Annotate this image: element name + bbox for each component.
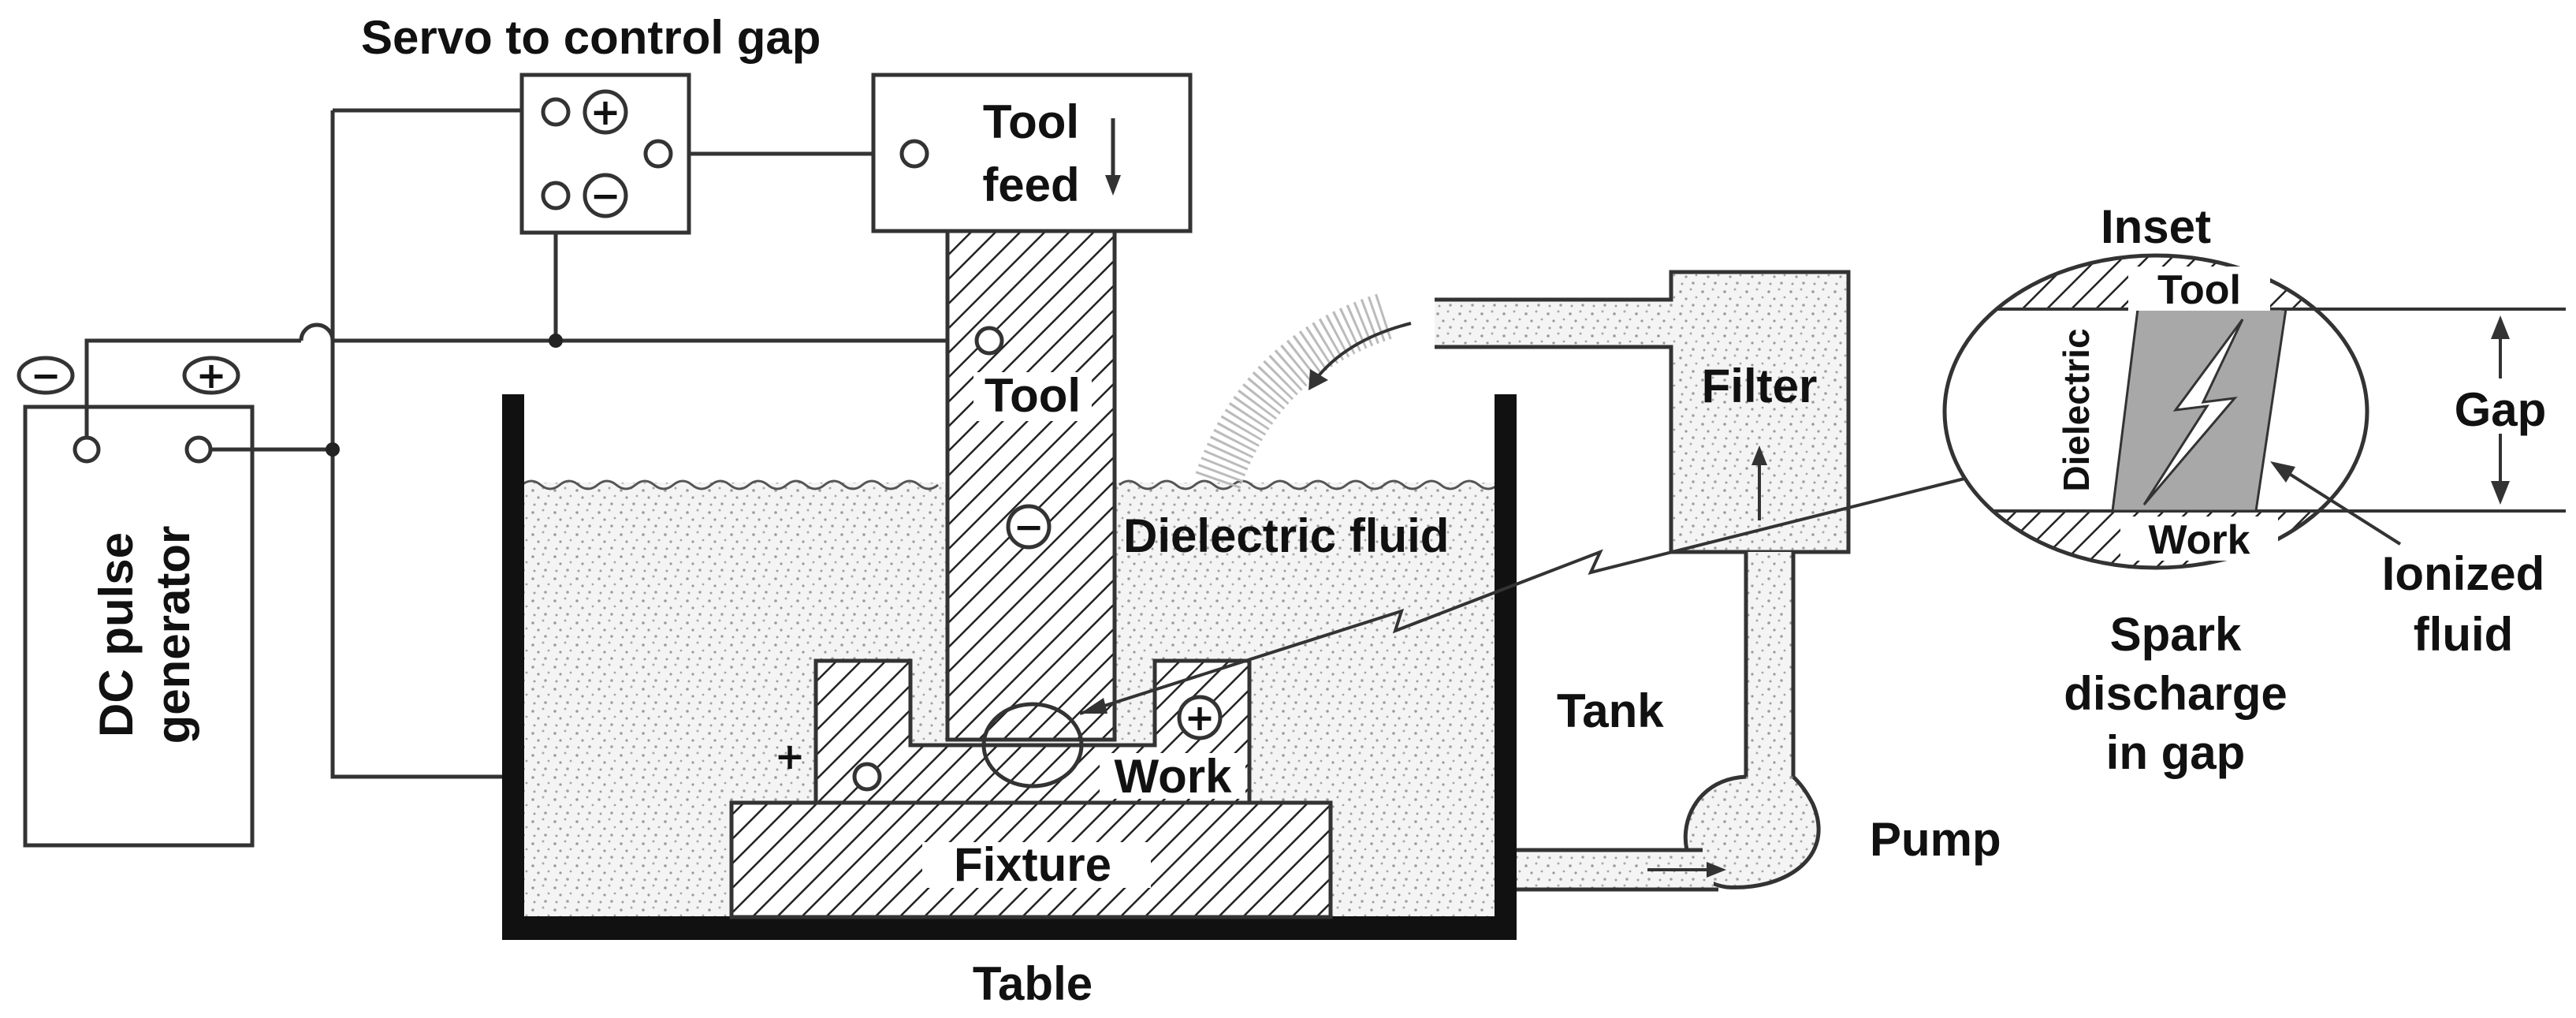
fluid-surface	[521, 479, 939, 490]
minus-sign: −	[31, 354, 61, 397]
servo-box: + −	[519, 73, 691, 235]
junction-dot	[549, 334, 563, 348]
tool-terminal	[974, 326, 1004, 356]
work-label-bg	[1100, 753, 1245, 799]
work-plus-icon-sign: +	[1185, 696, 1215, 739]
tank-right-wall	[1495, 394, 1517, 940]
tool-feed-terminal	[899, 139, 929, 169]
inset-work-label: Work	[2148, 517, 2250, 563]
pump	[1683, 774, 1821, 889]
work-plus-sign: +	[775, 735, 806, 777]
inset-dielectric-label-bg	[2051, 319, 2098, 501]
tool-minus-sign: −	[1014, 505, 1044, 548]
gap-callout-circle	[981, 702, 1084, 789]
fixture-label: Fixture	[954, 838, 1111, 891]
tool-feed-label-line2: feed	[982, 158, 1079, 211]
servo-terminal	[541, 181, 571, 211]
ionized-pointer	[2280, 468, 2402, 546]
ionized-channel	[2111, 308, 2288, 513]
tank-bottom	[502, 916, 1517, 940]
callout-line	[1079, 472, 1987, 715]
ionized-label-line2: fluid	[2414, 608, 2514, 661]
outlet-pipe	[1435, 272, 1848, 552]
tool-feed-box: Tool feed	[871, 73, 1193, 233]
fixture-label-bg	[922, 842, 1151, 888]
dc-label-line2: generator	[147, 526, 199, 744]
tool-minus-icon	[1006, 504, 1052, 550]
lightning-icon	[2142, 319, 2244, 505]
table-label: Table	[973, 957, 1093, 1010]
ionized-label-line1: Ionized	[2382, 547, 2545, 600]
spark-label-line1: Spark	[2110, 608, 2242, 661]
filter-label: Filter	[1702, 360, 1818, 412]
work-terminal	[852, 762, 882, 792]
dc-pulse-generator: − + DC pulse generator	[17, 354, 255, 848]
tool-electrode	[945, 229, 1117, 742]
return-flow	[1195, 293, 1412, 490]
dc-label-line1: DC pulse	[90, 532, 143, 737]
gap-label: Gap	[2455, 383, 2547, 436]
dielectric-fluid-label: Dielectric fluid	[1123, 509, 1449, 562]
down-arrow-head	[1105, 175, 1121, 196]
plus-sign: +	[196, 354, 227, 397]
plus-terminal-cap	[182, 356, 240, 395]
tool-feed-label-line1: Tool	[983, 95, 1079, 148]
inset-dielectric-label: Dielectric	[2056, 328, 2097, 491]
pump-label: Pump	[1870, 813, 2001, 866]
minus-terminal-cap	[17, 356, 75, 395]
tool-label: Tool	[985, 369, 1081, 422]
inset-tool-label: Tool	[2157, 267, 2241, 313]
servo-label: Servo to control gap	[361, 11, 821, 64]
servo-terminal	[541, 97, 571, 127]
tool-label-bg	[973, 372, 1092, 421]
inset-work-label-bg	[2120, 516, 2278, 561]
servo-plus-icon	[583, 89, 628, 135]
curved-arrow-icon	[1315, 322, 1412, 380]
spark-label-line3: in gap	[2106, 726, 2246, 779]
work-plus-icon	[1177, 695, 1223, 740]
inset-tool-label-bg	[2128, 267, 2270, 311]
junction-dot	[326, 442, 340, 457]
tank-left-wall	[502, 394, 524, 940]
minus-terminal	[73, 435, 101, 464]
servo-terminal	[643, 139, 673, 169]
work-label: Work	[1115, 750, 1233, 803]
servo-minus-sign: −	[590, 174, 621, 217]
servo-plus-sign: +	[590, 91, 621, 133]
inset: Tool Work Dielectric	[1942, 253, 2369, 570]
tank-label: Tank	[1557, 684, 1664, 737]
inset-title: Inset	[2101, 200, 2211, 253]
servo-minus-icon	[583, 173, 628, 218]
spark-label-line2: discharge	[2064, 667, 2287, 720]
plus-terminal	[184, 435, 213, 464]
